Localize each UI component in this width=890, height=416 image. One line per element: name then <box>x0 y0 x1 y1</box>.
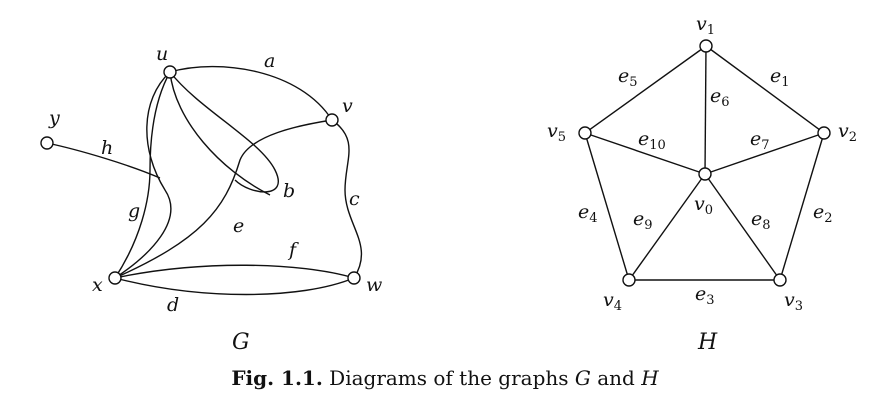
vertex-v5 <box>578 126 592 140</box>
label-edge-e: e <box>233 215 244 237</box>
edge-e2 <box>779 132 825 281</box>
edge-uu-outer <box>114 71 172 279</box>
vertex-v0 <box>698 167 712 181</box>
caption-prefix: Fig. 1.1. <box>231 366 323 390</box>
label-b: b <box>283 180 295 202</box>
vertex-w <box>347 271 361 285</box>
label-v3: v3 <box>784 289 803 314</box>
edge-e1 <box>705 45 825 134</box>
vertex-y <box>40 136 54 150</box>
caption-text-2: and <box>590 366 642 390</box>
vertex-u <box>163 65 177 79</box>
label-e8: e8 <box>751 208 771 233</box>
edge-e6 <box>704 45 707 175</box>
graph-h: v1 v2 v3 v4 v5 v0 e1 e2 e3 e4 e5 e6 e7 e… <box>547 13 857 355</box>
label-edge-a: a <box>264 50 275 72</box>
edge-a <box>169 65 333 121</box>
vertex-v3 <box>773 273 787 287</box>
label-edge-h: h <box>101 137 113 159</box>
vertex-v2 <box>817 126 831 140</box>
label-v: v <box>342 95 353 117</box>
label-e4: e4 <box>578 201 598 226</box>
caption-h: H <box>641 366 659 390</box>
label-v2: v2 <box>838 120 857 145</box>
label-e3: e3 <box>695 283 715 308</box>
edge-f <box>114 264 355 279</box>
edge-e10 <box>584 132 706 175</box>
label-u: u <box>156 43 168 65</box>
label-e5: e5 <box>618 65 638 90</box>
vertex-v <box>325 113 339 127</box>
edge-ub-2 <box>169 71 279 193</box>
label-e1: e1 <box>770 65 790 90</box>
label-e2: e2 <box>813 201 833 226</box>
label-w: w <box>366 274 382 296</box>
label-edge-g: g <box>128 200 140 222</box>
edge-d <box>114 277 355 296</box>
label-y: y <box>48 107 60 129</box>
label-edge-d: d <box>167 294 179 316</box>
graph-h-title: H <box>697 330 718 355</box>
vertex-v4 <box>622 273 636 287</box>
edge-e <box>114 119 333 279</box>
label-v4: v4 <box>603 289 622 314</box>
caption-g: G <box>574 366 591 390</box>
edge-g <box>114 71 171 279</box>
edge-e5 <box>584 45 707 134</box>
edge-e4 <box>584 132 630 281</box>
label-v5: v5 <box>547 120 566 145</box>
vertex-v1 <box>699 39 713 53</box>
edge-c <box>331 119 363 279</box>
label-e6: e6 <box>710 85 730 110</box>
label-edge-f: f <box>287 239 299 261</box>
edge-e8 <box>704 173 781 281</box>
label-e10: e10 <box>638 128 666 153</box>
edge-e9 <box>628 173 706 281</box>
label-e9: e9 <box>633 208 653 233</box>
graph-g: u v b x w y a h g e c f d G <box>40 43 382 355</box>
vertex-x <box>108 271 122 285</box>
label-v0: v0 <box>694 193 713 218</box>
graph-g-title: G <box>232 330 250 355</box>
label-e7: e7 <box>750 128 770 153</box>
label-x: x <box>92 274 103 296</box>
label-edge-c: c <box>349 188 360 210</box>
edge-e7 <box>704 132 825 175</box>
edge-ub-1 <box>169 71 271 196</box>
label-v1: v1 <box>696 13 715 38</box>
figure-caption: Fig. 1.1. Diagrams of the graphs G and H <box>0 366 890 390</box>
caption-text-1: Diagrams of the graphs <box>322 366 575 390</box>
